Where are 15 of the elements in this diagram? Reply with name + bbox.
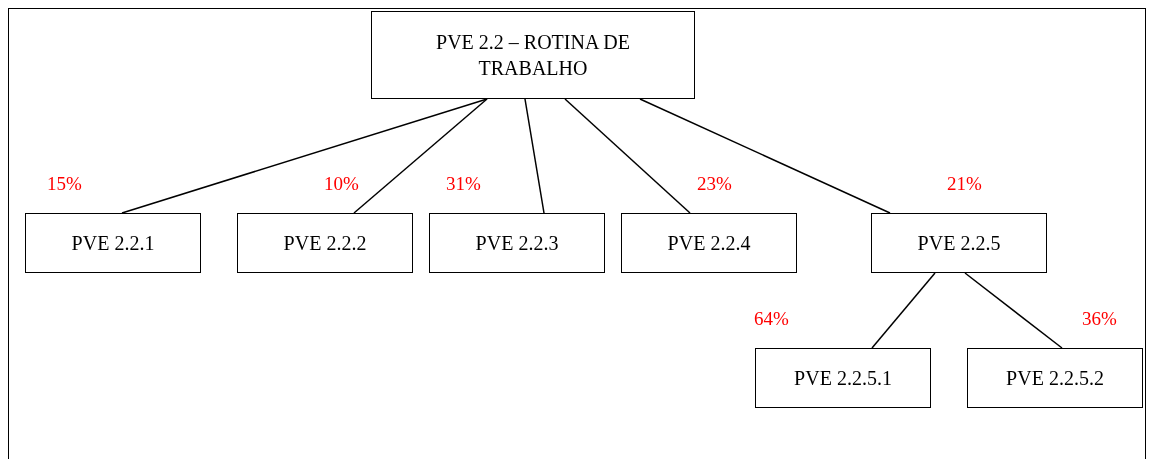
connector-line [964,272,1063,349]
org-chart-box: PVE 2.2.2 [237,213,413,273]
connector-line [639,98,891,214]
connector-line [353,98,488,214]
org-chart-box: PVE 2.2 – ROTINA DE TRABALHO [371,11,695,99]
org-chart-box: PVE 2.2.3 [429,213,605,273]
org-chart-box: PVE 2.2.4 [621,213,797,273]
connector-line [564,98,691,214]
org-chart-box: PVE 2.2.5.2 [967,348,1143,408]
connector-line [524,98,545,214]
org-chart-box: PVE 2.2.1 [25,213,201,273]
org-chart-box: PVE 2.2.5 [871,213,1047,273]
org-chart-box: PVE 2.2.5.1 [755,348,931,408]
connector-line [871,272,936,349]
connector-line [121,98,488,214]
